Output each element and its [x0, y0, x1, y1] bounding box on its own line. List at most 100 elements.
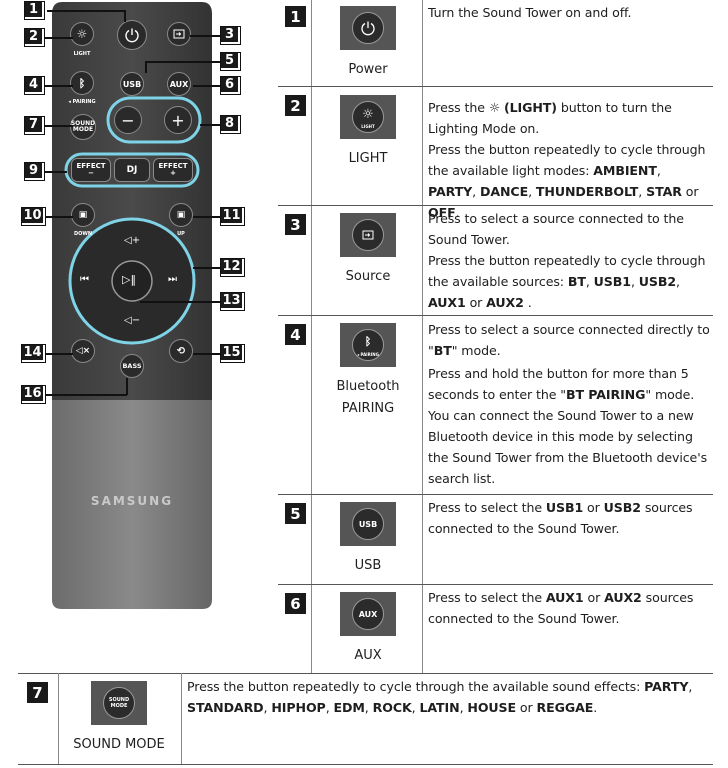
table-col-line — [181, 673, 182, 764]
callout-line-15 — [193, 353, 220, 355]
row-name-5: USB — [354, 558, 382, 573]
remote-usb-button[interactable]: USB — [120, 72, 144, 96]
row-divider — [278, 584, 713, 585]
callout-16: 16 — [21, 385, 46, 404]
remote-repeat-button[interactable]: ⟲ — [169, 339, 193, 363]
remote-sound-mode-line2: MODE — [72, 126, 94, 133]
play-pause-icon[interactable]: ▷‖ — [122, 273, 136, 286]
table-col-line — [311, 0, 312, 673]
row-number-4: 4 — [285, 324, 306, 345]
sun-inline-icon: ☼ — [488, 100, 501, 115]
callout-3: 3 — [220, 26, 241, 45]
remote-light-button[interactable]: ☼ — [70, 22, 94, 46]
remote-power-button[interactable] — [117, 20, 147, 50]
callout-2: 2 — [24, 28, 45, 47]
remote-aux-button[interactable]: AUX — [167, 72, 191, 96]
row-name-3: Source — [345, 269, 391, 284]
remote-down-button[interactable]: ▣ — [71, 203, 95, 227]
callout-9: 9 — [24, 162, 45, 181]
light-icon: ☼ — [76, 27, 88, 41]
table-col-line — [422, 0, 423, 673]
remote-effect-label-2: EFFECT — [158, 162, 188, 170]
source-icon — [173, 29, 185, 39]
remote-effect-minus-button[interactable]: EFFECT − — [71, 158, 111, 182]
remote-effect-plus-button[interactable]: EFFECT + — [153, 158, 193, 182]
remote-light-label: LIGHT — [73, 51, 91, 57]
volume-up-icon[interactable]: ◁+ — [124, 235, 141, 246]
mute-icon: ◁× — [75, 346, 91, 356]
bluetooth-icon: ᛒ◂ PAIRING — [352, 329, 384, 361]
remote-volume-down-button[interactable]: − — [114, 106, 142, 134]
remote-control-illustration: ☼ LIGHT ᛒ ◂ PAIRING USB AUX SOUND MODE −… — [52, 2, 212, 609]
remote-sound-mode-button[interactable]: SOUND MODE — [70, 114, 96, 140]
row-number-7: 7 — [27, 682, 48, 703]
bluetooth-icon: ᛒ — [78, 76, 86, 90]
callout-line-5 — [145, 61, 220, 63]
callout-line-10 — [45, 216, 73, 218]
callout-10: 10 — [21, 207, 46, 226]
repeat-icon: ⟲ — [176, 345, 186, 357]
remote-mute-button[interactable]: ◁× — [71, 339, 95, 363]
callout-line-3 — [190, 35, 220, 37]
row-name-6: AUX — [354, 648, 382, 663]
folder-down-icon: ▣ — [78, 210, 88, 220]
row-desc-3: Press to select a source connected to th… — [428, 211, 706, 310]
row-number-1: 1 — [285, 6, 306, 27]
callout-line-2 — [45, 37, 73, 39]
callout-7: 7 — [24, 116, 45, 135]
callout-line-13 — [140, 301, 220, 303]
callout-5: 5 — [220, 52, 241, 71]
callout-line-8 — [200, 124, 220, 126]
row-number-2: 2 — [285, 95, 306, 116]
callout-vline-1 — [124, 10, 126, 22]
aux-icon: AUX — [352, 598, 384, 630]
remote-up-button[interactable]: ▣ — [169, 203, 193, 227]
row-icon-box-3 — [340, 213, 396, 257]
next-icon[interactable]: ⏭ — [168, 274, 177, 285]
power-icon — [125, 28, 139, 43]
remote-up-label: UP — [177, 231, 185, 237]
previous-icon[interactable]: ⏮ — [80, 274, 89, 285]
row-desc-7: Press the button repeatedly to cycle thr… — [187, 679, 693, 715]
remote-effect-plus-sign: + — [170, 169, 176, 177]
row-divider — [278, 315, 713, 316]
row-divider — [278, 86, 713, 87]
remote-bass-button[interactable]: BASS — [120, 354, 144, 378]
remote-dj-button[interactable]: DJ — [114, 158, 150, 182]
remote-pairing-label: ◂ PAIRING — [68, 99, 96, 105]
callout-6: 6 — [220, 76, 241, 95]
row-icon-box-1 — [340, 6, 396, 50]
remote-brand-logo: SAMSUNG — [90, 494, 174, 508]
callout-line-7 — [45, 125, 73, 127]
callout-line-16 — [45, 394, 127, 396]
row-icon-box-2: ☼LIGHT — [340, 95, 396, 139]
table-col-line — [58, 673, 59, 764]
remote-volume-up-button[interactable]: + — [164, 106, 192, 134]
callout-14: 14 — [21, 344, 46, 363]
source-icon — [352, 219, 384, 251]
callout-1: 1 — [24, 1, 45, 20]
row-number-6: 6 — [285, 593, 306, 614]
remote-body — [52, 2, 212, 609]
row-name-2: LIGHT — [348, 151, 388, 166]
row-desc-5: Press to select the USB1 or USB2 sources… — [428, 500, 693, 536]
row-desc-4: Press to select a source connected direc… — [428, 322, 710, 486]
volume-down-icon[interactable]: ◁− — [124, 315, 141, 326]
row-number-5: 5 — [285, 503, 306, 524]
callout-line-14 — [45, 353, 73, 355]
callout-12: 12 — [220, 258, 245, 277]
row-desc-6: Press to select the AUX1 or AUX2 sources… — [428, 590, 694, 626]
callout-line-4 — [45, 85, 73, 87]
callout-8: 8 — [220, 115, 241, 134]
callout-line-1 — [47, 10, 125, 12]
remote-source-button[interactable] — [167, 22, 191, 46]
row-desc-2: Press the ☼ (LIGHT) button to turn the L… — [428, 100, 706, 220]
row-icon-box-6: AUX — [340, 592, 396, 636]
remote-bluetooth-button[interactable]: ᛒ — [70, 71, 94, 95]
row-desc-1: Turn the Sound Tower on and off. — [428, 5, 632, 20]
remote-sound-mode-line1: SOUND — [70, 120, 96, 127]
row-divider — [18, 764, 713, 765]
callout-vline-16 — [126, 378, 128, 395]
